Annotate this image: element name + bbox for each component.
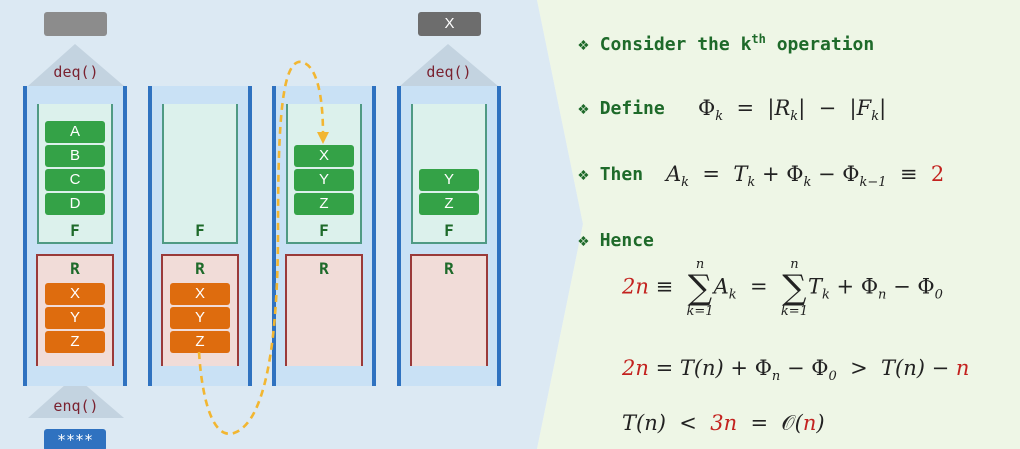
front-label: F — [195, 221, 205, 240]
front-chip: Y — [419, 169, 479, 191]
front-chip: D — [45, 193, 105, 215]
rear-chip: Z — [170, 331, 230, 353]
rear-label: R — [70, 259, 80, 278]
rear-stack-3 — [285, 254, 363, 366]
output-badge: X — [418, 12, 481, 36]
transfer-arrow — [197, 60, 329, 436]
consider-sup: th — [751, 32, 766, 46]
deq-label-right: deq() — [426, 63, 472, 81]
front-label: F — [319, 221, 329, 240]
define-line: ❖ Define — [578, 98, 665, 119]
rear-chip: Z — [45, 331, 105, 353]
rear-chip: Y — [170, 307, 230, 329]
enq-label: enq() — [53, 397, 99, 415]
rear-chip: X — [45, 283, 105, 305]
rear-label: R — [444, 259, 454, 278]
deq-arrow-left — [28, 44, 124, 86]
front-chip: Z — [419, 193, 479, 215]
deq-arrow-right — [400, 44, 498, 86]
consider-line: ❖ Consider the kth operation — [578, 32, 874, 55]
front-label: F — [444, 221, 454, 240]
bullet-icon: ❖ — [578, 34, 589, 55]
then-line: ❖ Then — [578, 164, 643, 185]
rear-chip: X — [170, 283, 230, 305]
front-label: F — [70, 221, 80, 240]
consider-post: operation — [765, 34, 875, 55]
input-badge: **** — [44, 429, 106, 449]
result-formula: T(n) < 3n = 𝒪(n) — [622, 411, 825, 435]
rear-stack-4 — [410, 254, 488, 366]
rear-chip: Y — [45, 307, 105, 329]
rear-label: R — [195, 259, 205, 278]
define-label: Define — [599, 98, 665, 119]
bullet-icon: ❖ — [578, 164, 589, 185]
transfer-path — [197, 60, 325, 436]
front-chip: Z — [294, 193, 354, 215]
then-formula: Ak = Tk + Φk − Φk−1 ≡ 2 — [666, 162, 945, 190]
minus-n: n — [955, 356, 970, 380]
front-chip: C — [45, 169, 105, 191]
three-n: 3n — [710, 411, 738, 435]
front-chip: X — [294, 145, 354, 167]
consider-text: Consider the k — [599, 34, 752, 55]
then-label: Then — [599, 164, 644, 185]
constant-two: 2 — [930, 162, 945, 186]
front-chip: A — [45, 121, 105, 143]
bullet-icon: ❖ — [578, 98, 589, 119]
define-formula: Φk = |Rk| − |Fk| — [698, 96, 887, 124]
hence-label: Hence — [599, 230, 654, 251]
two-n-a: 2n — [622, 274, 649, 299]
bound-formula: 2n = T(n) + Φn − Φ0 > T(n) − n — [622, 356, 970, 384]
front-chip: B — [45, 145, 105, 167]
enq-arrow — [28, 376, 124, 418]
transfer-arrowhead — [317, 132, 329, 144]
two-n-b: 2n — [622, 356, 649, 380]
hence-line: ❖ Hence — [578, 230, 654, 251]
deq-label-left: deq() — [53, 63, 99, 81]
text-panel — [537, 0, 1020, 449]
front-chip: Y — [294, 169, 354, 191]
rear-label: R — [319, 259, 329, 278]
empty-output-badge — [44, 12, 107, 36]
front-stack-2 — [162, 104, 238, 244]
bullet-icon: ❖ — [578, 230, 589, 251]
